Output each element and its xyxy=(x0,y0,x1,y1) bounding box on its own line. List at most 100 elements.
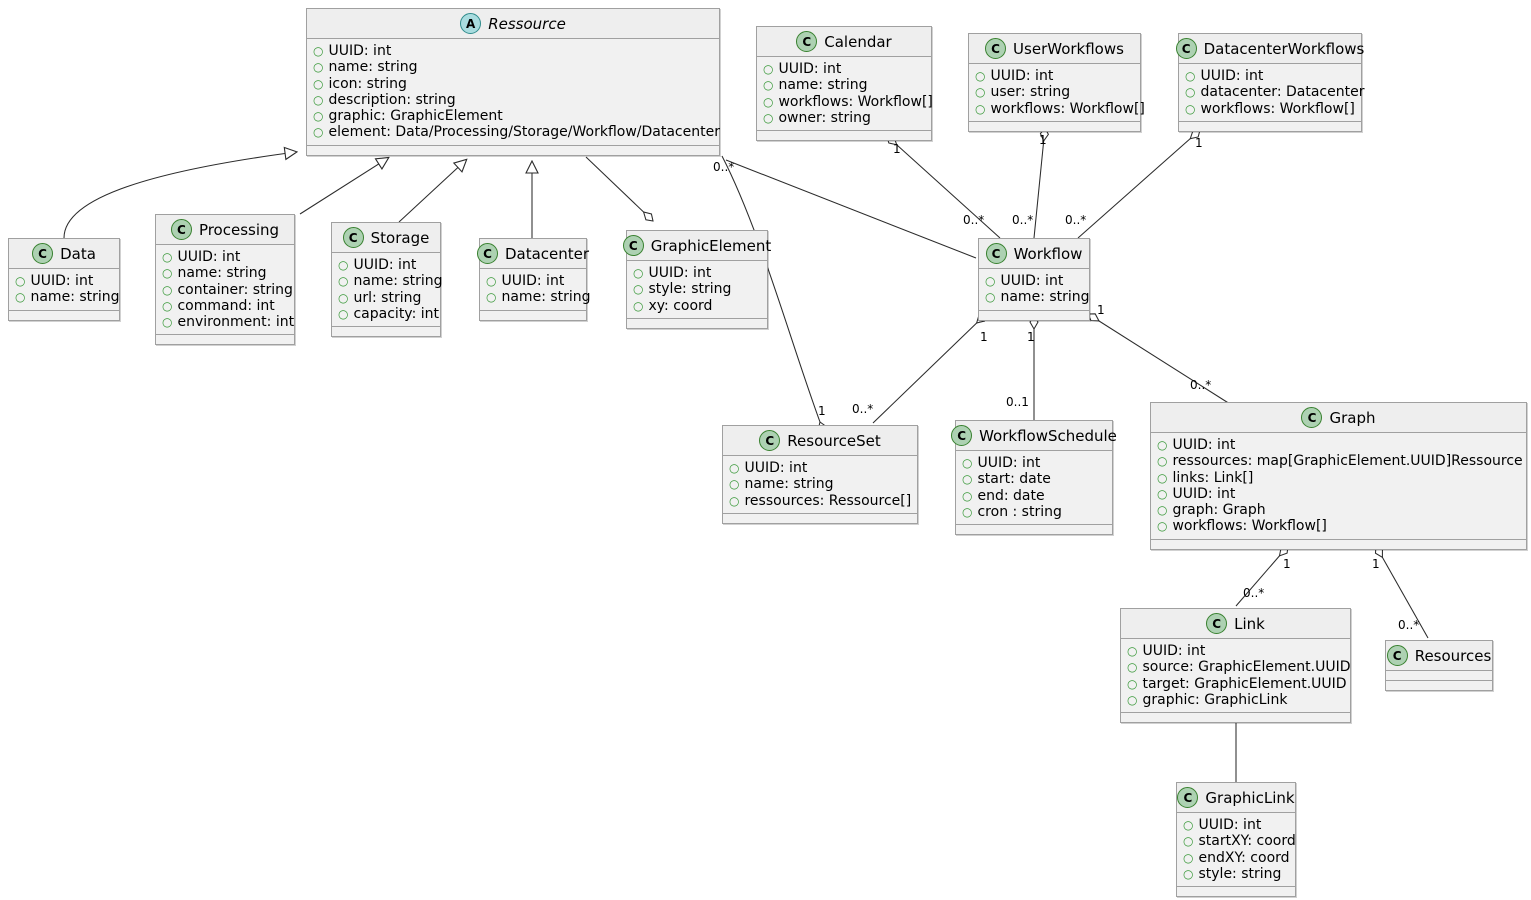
attribute-text: links: Link[] xyxy=(1172,469,1254,486)
visibility-public-icon: ○ xyxy=(975,101,986,116)
visibility-public-icon: ○ xyxy=(162,266,173,281)
class-name-datacenterworkflows: DatacenterWorkflows xyxy=(1203,39,1365,58)
visibility-public-icon: ○ xyxy=(1127,644,1138,658)
class-attribute: ○command: int xyxy=(162,298,287,314)
visibility-public-icon: ○ xyxy=(1183,850,1194,865)
attribute-text: icon: string xyxy=(328,75,407,92)
class-attribute: ○UUID: int xyxy=(962,455,1105,471)
attribute-text: name: string xyxy=(328,59,418,76)
multiplicity-label: 0..* xyxy=(963,213,985,227)
visibility-public-icon: ○ xyxy=(15,274,26,288)
attribute-text: ressources: Ressource[] xyxy=(744,492,912,509)
attribute-text: workflows: Workflow[] xyxy=(1172,518,1327,535)
multiplicity-label: 0..* xyxy=(1243,586,1265,600)
attribute-text: UUID: int xyxy=(977,455,1041,471)
class-attribute: ○target: GraphicElement.UUID xyxy=(1127,675,1347,692)
attribute-text: style: string xyxy=(1198,865,1282,882)
class-icon: C xyxy=(796,31,818,52)
class-attribute: ○name: string xyxy=(486,289,591,305)
visibility-public-icon: ○ xyxy=(486,290,497,305)
class-methods-datacenter xyxy=(480,310,586,320)
visibility-public-icon: ○ xyxy=(313,92,324,107)
class-icon: C xyxy=(622,235,644,256)
visibility-public-icon: ○ xyxy=(985,274,996,288)
visibility-public-icon: ○ xyxy=(313,125,324,140)
class-methods-link xyxy=(1121,713,1350,723)
attribute-text: UUID: int xyxy=(648,265,712,281)
attribute-text: startXY: coord xyxy=(1198,833,1296,850)
class-name-resources: Resources xyxy=(1414,646,1492,665)
class-attribute: ○name: string xyxy=(985,289,1090,305)
class-attribute: ○url: string xyxy=(338,290,433,306)
class-attribute: ○workflows: Workflow[] xyxy=(1157,518,1519,534)
class-methods-processing xyxy=(156,335,294,345)
class-methods-ressource xyxy=(307,145,719,155)
class-attribute: ○workflows: Workflow[] xyxy=(763,94,933,110)
class-icon: C xyxy=(1206,613,1228,634)
class-icon: C xyxy=(170,219,192,240)
attribute-text: workflows: Workflow[] xyxy=(1200,100,1355,117)
class-icon: C xyxy=(1386,645,1408,666)
class-icon: C xyxy=(951,425,973,446)
class-attribute: ○xy: coord xyxy=(633,298,760,314)
class-box-resources[interactable]: C Resources xyxy=(1385,640,1493,691)
class-box-processing[interactable]: C Processing ○UUID: int○name: string○conta… xyxy=(155,214,295,346)
class-attribute: ○name: string xyxy=(162,265,287,281)
multiplicity-label: 0..* xyxy=(1065,213,1087,227)
visibility-public-icon: ○ xyxy=(1185,69,1196,83)
visibility-public-icon: ○ xyxy=(338,258,349,272)
attribute-text: UUID: int xyxy=(30,273,94,289)
class-attribute: ○UUID: int xyxy=(162,249,287,265)
class-attribute: ○UUID: int xyxy=(1127,643,1343,659)
class-attribute: ○ owner: string xyxy=(763,110,924,126)
attribute-text: description: string xyxy=(328,91,456,108)
attribute-text: name: string xyxy=(744,476,834,493)
attribute-text: UUID: int xyxy=(1198,817,1262,833)
attribute-text: graph: Graph xyxy=(1172,502,1266,519)
attribute-text: UUID: int xyxy=(501,273,565,289)
abstract-class-icon: A xyxy=(460,13,482,34)
class-attribute: ○datacenter: Datacenter xyxy=(1185,84,1364,100)
class-icon: C xyxy=(985,243,1007,264)
class-attributes-processing: ○UUID: int○name: string○container: strin… xyxy=(156,245,294,336)
attribute-text: owner: string xyxy=(778,109,871,126)
class-name-processing: Processing xyxy=(198,220,280,239)
visibility-public-icon: ○ xyxy=(763,110,774,125)
class-attributes-workflowschedule: ○UUID: int○start: date○end: date○cron : … xyxy=(956,451,1112,526)
attribute-text: target: GraphicElement.UUID xyxy=(1142,675,1347,692)
class-attribute: ○container: string xyxy=(162,282,293,298)
class-attributes-graph: ○UUID: int○ressources: map[GraphicElemen… xyxy=(1151,433,1526,540)
multiplicity-label: 1 xyxy=(980,330,988,344)
visibility-public-icon: ○ xyxy=(1157,454,1168,469)
visibility-public-icon: ○ xyxy=(313,76,324,91)
multiplicity-label: 1 xyxy=(893,142,901,156)
class-attributes-link: ○UUID: int○source: GraphicElement.UUID○t… xyxy=(1121,639,1351,714)
class-attribute: ○UUID: int xyxy=(1157,486,1519,502)
class-methods-calendar xyxy=(757,131,931,141)
multiplicity-label: 0..* xyxy=(1190,378,1212,392)
attribute-text: UUID: int xyxy=(1172,485,1236,502)
class-attributes-resources xyxy=(1386,671,1492,681)
class-attribute: ○workflows: Workflow[] xyxy=(975,101,1145,117)
class-attribute: ○workflows: Workflow[] xyxy=(1185,100,1355,117)
visibility-public-icon: ○ xyxy=(313,44,324,58)
